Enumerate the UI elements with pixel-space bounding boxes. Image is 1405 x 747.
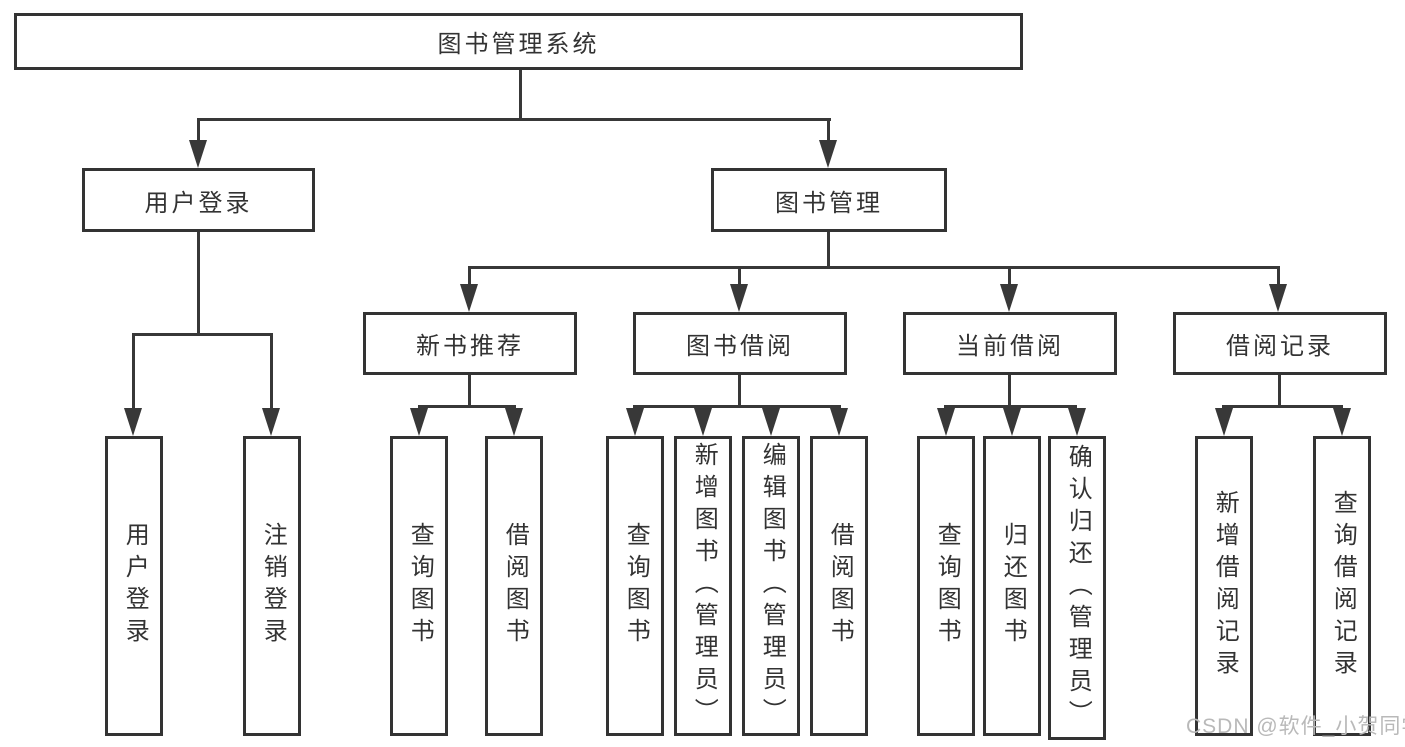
conn-current-split [944, 405, 1077, 408]
down-arrowhead-icon [626, 408, 644, 436]
down-arrowhead-icon [1000, 284, 1018, 312]
node-current-borrow: 当前借阅 [903, 312, 1117, 375]
down-arrowhead-icon [819, 140, 837, 168]
down-arrowhead-icon [830, 408, 848, 436]
node-br-add-record: 新增借阅记录 [1195, 436, 1253, 736]
node-root-label: 图书管理系统 [437, 31, 600, 58]
conn-mgmt-drop-1 [468, 266, 471, 286]
node-nb-borrow-books-label: 借阅图书 [501, 522, 529, 650]
node-book-management-label: 图书管理 [775, 189, 883, 217]
node-bb-query-books: 查询图书 [606, 436, 664, 736]
node-br-add-record-label: 新增借阅记录 [1211, 490, 1239, 682]
node-bb-edit-books-admin-label: 编辑图书（管理员） [758, 442, 786, 730]
down-arrowhead-icon [1215, 408, 1233, 436]
node-cb-confirm-return-admin-label: 确认归还（管理员） [1064, 444, 1092, 732]
down-arrowhead-icon [124, 408, 142, 436]
down-arrowhead-icon [730, 284, 748, 312]
node-cb-confirm-return-admin: 确认归还（管理员） [1048, 436, 1106, 740]
down-arrowhead-icon [1333, 408, 1351, 436]
node-cb-return-books: 归还图书 [983, 436, 1041, 736]
conn-recommend-stem [468, 375, 471, 407]
node-user-login-label: 用户登录 [144, 189, 253, 217]
conn-borrow-stem [738, 375, 741, 407]
conn-root-drop-left [197, 118, 200, 144]
node-nb-borrow-books: 借阅图书 [485, 436, 543, 736]
node-book-management: 图书管理 [711, 168, 947, 232]
node-borrow-records: 借阅记录 [1173, 312, 1387, 375]
conn-mgmt-drop-4 [1277, 266, 1280, 286]
conn-mgmt-split [468, 266, 1280, 269]
node-nb-query-books-label: 查询图书 [406, 522, 434, 650]
down-arrowhead-icon [1003, 408, 1021, 436]
conn-root-drop-right [827, 118, 830, 144]
down-arrowhead-icon [694, 408, 712, 436]
conn-current-stem [1008, 375, 1011, 407]
conn-root-split [197, 118, 831, 121]
conn-login-stem [197, 232, 200, 335]
down-arrowhead-icon [1068, 408, 1086, 436]
node-br-query-record-label: 查询借阅记录 [1329, 490, 1357, 682]
down-arrowhead-icon [937, 408, 955, 436]
node-borrow-records-label: 借阅记录 [1226, 333, 1334, 360]
conn-recommend-split [418, 405, 516, 408]
node-bb-query-books-label: 查询图书 [622, 522, 650, 650]
node-new-book-recommend-label: 新书推荐 [416, 333, 524, 360]
conn-mgmt-stem [827, 232, 830, 268]
node-new-book-recommend: 新书推荐 [363, 312, 577, 375]
down-arrowhead-icon [762, 408, 780, 436]
down-arrowhead-icon [460, 284, 478, 312]
node-user-login: 用户登录 [82, 168, 315, 232]
node-bb-add-books-admin-label: 新增图书（管理员） [690, 442, 718, 730]
node-cb-query-books-label: 查询图书 [933, 522, 961, 650]
node-nb-query-books: 查询图书 [390, 436, 448, 736]
node-bb-add-books-admin: 新增图书（管理员） [674, 436, 732, 736]
conn-mgmt-drop-3 [1008, 266, 1011, 286]
down-arrowhead-icon [505, 408, 523, 436]
conn-root-stem [519, 70, 522, 120]
conn-borrow-split [633, 405, 841, 408]
node-current-borrow-label: 当前借阅 [956, 333, 1064, 360]
node-book-borrow-label: 图书借阅 [686, 333, 794, 360]
conn-records-stem [1278, 375, 1281, 407]
down-arrowhead-icon [262, 408, 280, 436]
conn-login-split [132, 333, 273, 336]
conn-login-drop-left [132, 333, 135, 410]
csdn-watermark: CSDN @软件_小贺同学 [1186, 715, 1405, 738]
node-book-borrow: 图书借阅 [633, 312, 847, 375]
node-logout-leaf: 注销登录 [243, 436, 301, 736]
down-arrowhead-icon [410, 408, 428, 436]
conn-records-split [1222, 405, 1343, 408]
node-user-login-leaf-label: 用户登录 [121, 522, 149, 650]
node-bb-edit-books-admin: 编辑图书（管理员） [742, 436, 800, 736]
node-root: 图书管理系统 [14, 13, 1023, 70]
conn-mgmt-drop-2 [738, 266, 741, 286]
conn-login-drop-right [270, 333, 273, 410]
node-bb-borrow-books: 借阅图书 [810, 436, 868, 736]
node-user-login-leaf: 用户登录 [105, 436, 163, 736]
node-br-query-record: 查询借阅记录 [1313, 436, 1371, 736]
node-logout-leaf-label: 注销登录 [259, 522, 287, 650]
down-arrowhead-icon [189, 140, 207, 168]
node-bb-borrow-books-label: 借阅图书 [826, 522, 854, 650]
node-cb-return-books-label: 归还图书 [999, 522, 1027, 650]
node-cb-query-books: 查询图书 [917, 436, 975, 736]
down-arrowhead-icon [1269, 284, 1287, 312]
